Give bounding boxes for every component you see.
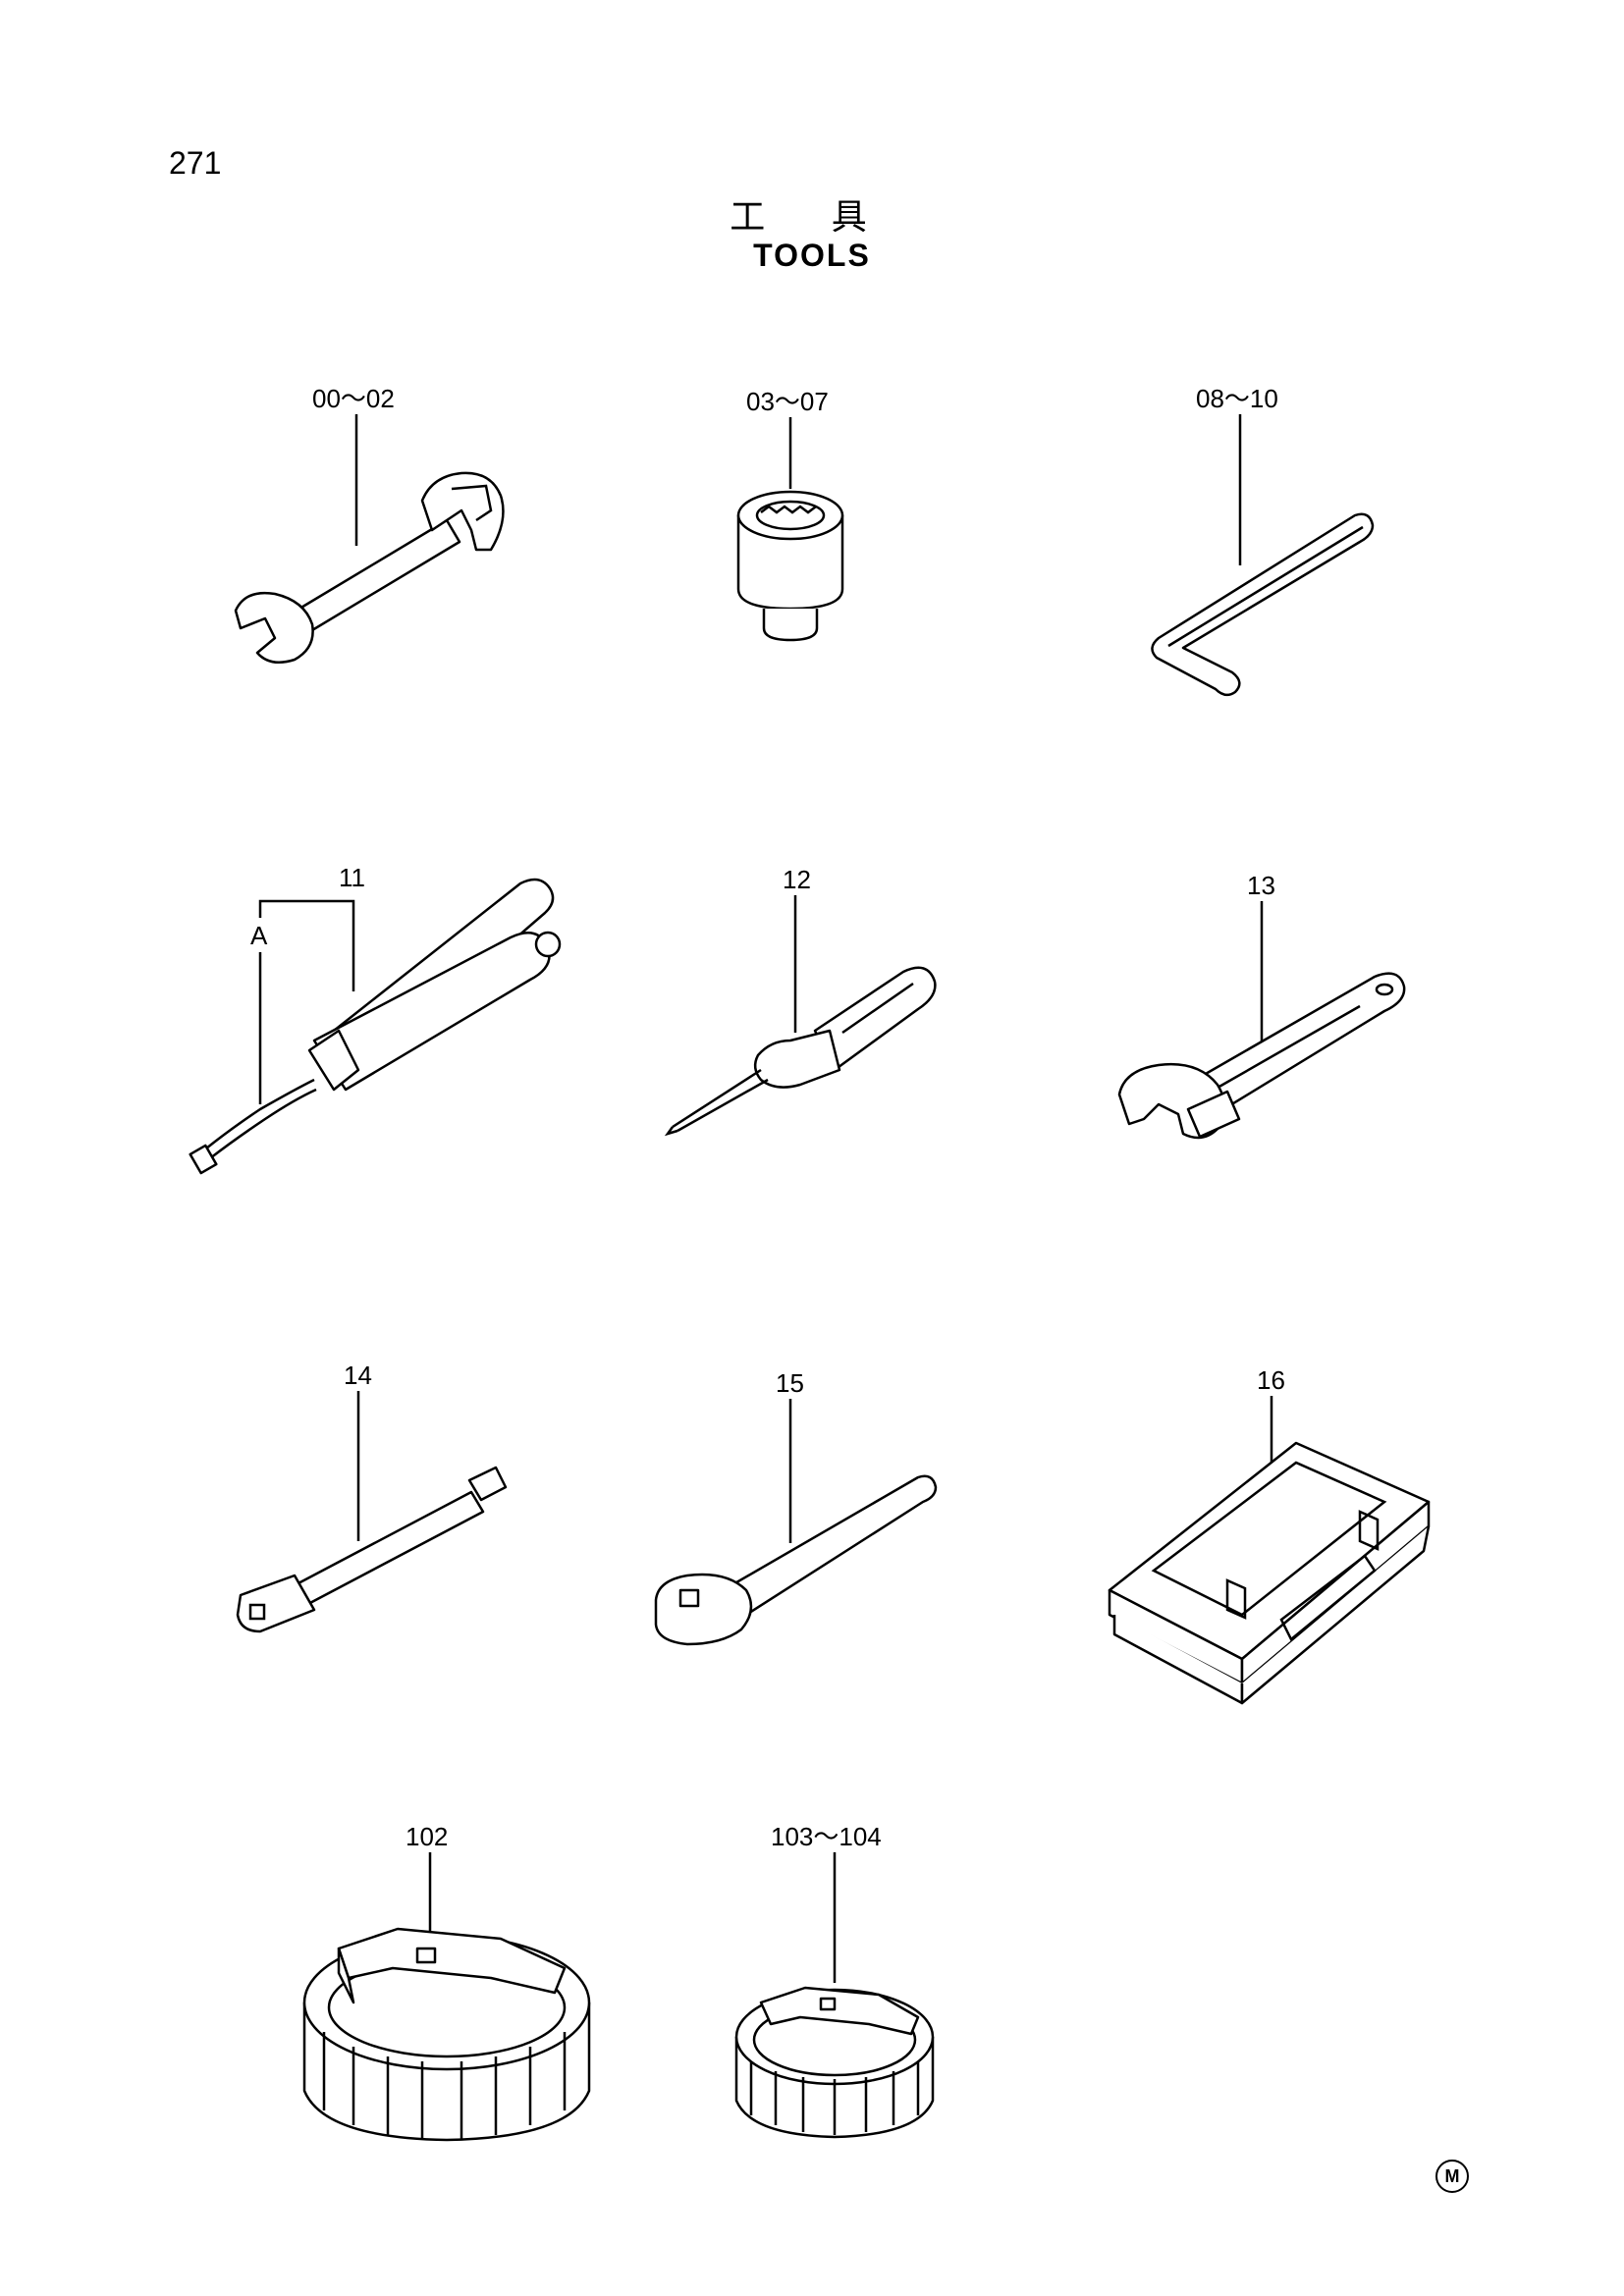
callout-label: 13 <box>1247 871 1275 900</box>
callout-label: 16 <box>1257 1365 1285 1395</box>
callout-label: 15 <box>776 1368 804 1398</box>
part-15[interactable]: 15 <box>654 1368 938 1646</box>
socket-icon <box>736 490 844 642</box>
part-03-07[interactable]: 03～07 <box>736 387 844 642</box>
page-title-japanese: 工 具 <box>730 197 894 238</box>
grease-gun-icon <box>189 878 562 1175</box>
part-08-10[interactable]: 08～10 <box>1151 384 1375 697</box>
page-number: 271 <box>169 145 222 181</box>
extension-bar-icon <box>236 1466 508 1633</box>
part-103-104[interactable]: 103～104 <box>734 1822 935 2139</box>
callout-label: 00～02 <box>312 384 395 413</box>
part-13[interactable]: 13 <box>1117 871 1406 1140</box>
filter-wrench-small-icon <box>734 1986 935 2139</box>
callout-label: 103～104 <box>771 1822 882 1851</box>
part-00-02[interactable]: 00～02 <box>234 384 505 665</box>
callout-label: 102 <box>406 1822 448 1851</box>
part-11[interactable]: 11 A <box>189 863 562 1175</box>
callout-label: 11 <box>339 863 365 892</box>
page-title: TOOLS <box>753 238 871 273</box>
callout-label: 14 <box>344 1361 372 1390</box>
part-102[interactable]: 102 <box>302 1822 591 2142</box>
adjustable-wrench-icon <box>1117 972 1406 1140</box>
callout-label: 08～10 <box>1196 384 1278 413</box>
leader-line <box>258 899 355 991</box>
callout-label: 12 <box>783 865 811 894</box>
callout-label: 03～07 <box>746 387 829 416</box>
manufacturer-mark-icon: M <box>1435 2160 1469 2193</box>
tool-box-icon <box>1108 1441 1431 1705</box>
filter-wrench-large-icon <box>302 1927 591 2142</box>
part-16[interactable]: 16 <box>1108 1365 1431 1705</box>
callout-sub-label: A <box>250 921 268 950</box>
part-14[interactable]: 14 <box>236 1361 508 1633</box>
part-12[interactable]: 12 <box>664 865 937 1137</box>
screwdriver-icon <box>664 966 937 1137</box>
ratchet-handle-icon <box>654 1474 938 1646</box>
hex-key-icon <box>1151 512 1375 697</box>
open-end-wrench-icon <box>234 471 505 665</box>
